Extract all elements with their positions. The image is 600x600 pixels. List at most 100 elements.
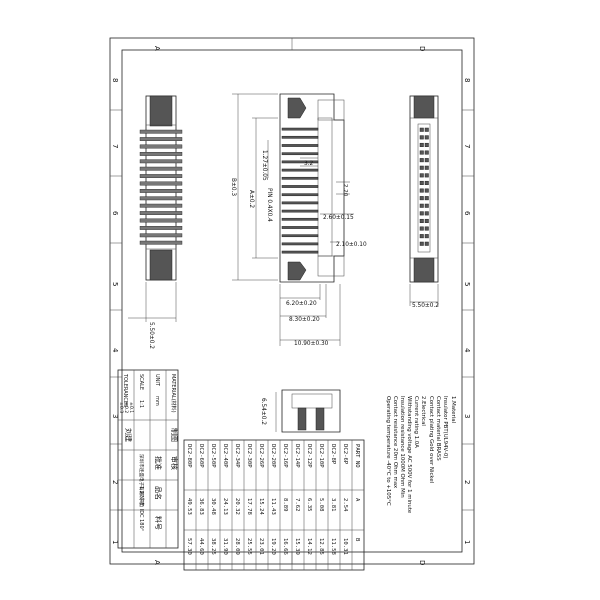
grid-pin (424, 173, 429, 178)
border-numbers-right: 8 7 6 5 4 3 2 1 (463, 78, 471, 544)
contact-pin (281, 217, 319, 221)
ear-bottom (287, 261, 307, 281)
grid-pin (424, 165, 429, 170)
contact-pin (281, 127, 319, 131)
dim-2-20: 2.20 (342, 184, 348, 197)
parts-table-cell: DC2-14P (294, 444, 300, 468)
dim-2-10: 2.10±0.10 (336, 242, 367, 248)
grid-pin (424, 241, 429, 246)
parts-table-cell: 6.35 (306, 498, 312, 511)
tb-name-label: 品名 (154, 486, 163, 500)
spec-line: Withstanding voltage AC 500V for 1 minut… (406, 396, 412, 514)
parts-table-cell: 10.31 (342, 538, 348, 555)
body-rib (139, 188, 183, 193)
grid-pin (424, 127, 429, 132)
parts-table-cell: DC2-40P (222, 444, 228, 468)
parts-table-cell: 44.60 (198, 538, 204, 555)
dim-6-20: 6.20±0.20 (286, 301, 317, 307)
tb-check-label: 审核 (170, 456, 179, 470)
contact-pin (281, 135, 319, 139)
grid-pin (419, 211, 424, 216)
grid-pin (419, 127, 424, 132)
body-rib (139, 151, 183, 156)
border-letter-top-d: D (418, 46, 426, 51)
body-rib (139, 174, 183, 178)
parts-table-cell: 3.81 (330, 498, 336, 511)
border-number: 7 (111, 144, 119, 148)
parts-table-cell: DC2-6P (342, 444, 348, 465)
border-number: 6 (463, 211, 471, 216)
grid-pin (419, 203, 424, 208)
grid-pin (419, 180, 424, 185)
contact-pin (281, 152, 319, 156)
border-numbers-left: 8 7 6 5 4 3 2 1 (111, 78, 119, 544)
contact-pins (281, 127, 319, 254)
grid-pin (419, 196, 424, 201)
grid-pin (419, 142, 424, 147)
dim-3-2: 3.2 (304, 161, 314, 167)
parts-table-cell: 23.01 (258, 538, 264, 555)
border-number: 1 (111, 540, 119, 544)
contact-pin (281, 234, 319, 238)
body-ribs (139, 129, 183, 245)
contact-pin (281, 176, 319, 180)
spec-line: Current rating 1.0A (413, 396, 419, 448)
parts-table-cell: 57.30 (186, 538, 192, 555)
title-block: MATERIAL(材料) UNIT mm SCALE 1:1 TOLERANCE… (117, 369, 179, 549)
dim-pitch-span: A±0.2 (248, 190, 254, 208)
parts-table-cell: DC2-12P (306, 444, 312, 468)
parts-table-cell: DC2-34P (234, 444, 240, 468)
grid-pin (419, 188, 424, 193)
parts-table-cell: DC2-50P (210, 444, 216, 468)
tb-tol-line: ±0.3 (118, 402, 124, 413)
contact-pin (281, 168, 319, 172)
body-rib (139, 240, 183, 245)
body-rib (139, 129, 183, 134)
dim-10-90: 10.90±0.30 (294, 341, 329, 347)
border-number: 1 (463, 540, 471, 544)
body-rib (139, 166, 183, 171)
contact-pin (281, 185, 319, 188)
dim-detail-height: 6.54±0.2 (260, 398, 266, 425)
body-rib (139, 137, 183, 141)
parts-table-frame (183, 439, 365, 571)
contact-pin (281, 193, 319, 197)
dim-end-width: 5.50±0.2 (412, 303, 439, 309)
body-rib (139, 181, 183, 186)
border-letter-bottom-d: D (418, 560, 426, 565)
parts-table-cell: 2.54 (342, 498, 348, 512)
spec-line: Insulation resistance 1000M Ohm Min (399, 396, 405, 498)
parts-table-cell: 5.08 (318, 498, 324, 512)
grid-pin (419, 165, 424, 170)
parts-table-cell: 25.55 (246, 538, 252, 555)
border-number: 3 (111, 414, 119, 418)
spec-line: Contact plating Gold over Nickel (428, 396, 434, 483)
grid-pin (424, 150, 429, 155)
parts-table-cell: DC2-30P (246, 444, 252, 468)
grid-pin (424, 135, 429, 140)
grid-pin (419, 150, 424, 155)
parts-table-header: B (354, 538, 360, 542)
border-number: 4 (111, 348, 119, 353)
parts-table-cell: 8.89 (282, 498, 288, 511)
body-rib (139, 203, 183, 208)
tb-part-label: 料号 (154, 516, 163, 530)
parts-table-cell: DC2-10P (318, 444, 324, 468)
latch-top (149, 95, 173, 127)
body-rib (139, 159, 183, 164)
parts-table-cell: 19.20 (270, 538, 276, 555)
dim-height-total: B±0.3 (230, 178, 236, 196)
tb-unit-label: UNIT (154, 374, 160, 387)
spec-line: Insulator PBT(UL94V-0) (442, 396, 448, 458)
parts-table-cell: 31.90 (222, 538, 228, 555)
parts-table-cell: DC2-20P (270, 444, 276, 468)
latch-bottom (149, 249, 173, 281)
tb-company: 深圳市连盛电子有限公司 (138, 454, 145, 505)
parts-table-cell: 28.09 (234, 538, 240, 555)
border-letter-top-a: A (153, 46, 161, 51)
grid-pin (424, 218, 429, 223)
tb-drawn-by: 刘建 (124, 428, 133, 442)
parts-table-cell: 49.53 (186, 498, 192, 515)
grid-pin (419, 226, 424, 231)
